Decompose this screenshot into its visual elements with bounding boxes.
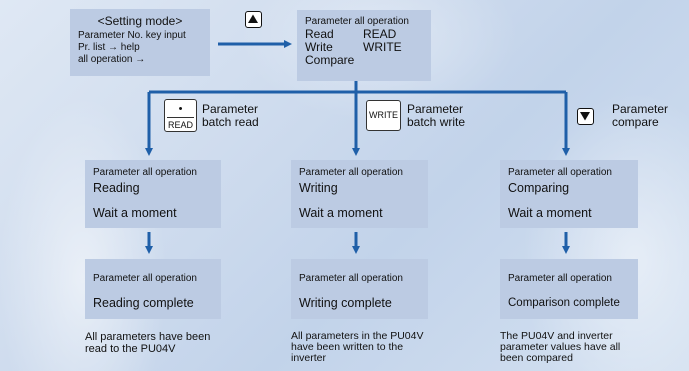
reading-caption-line2: read to the PU04V — [85, 343, 176, 355]
setting-line-3: all operation → — [78, 54, 146, 65]
comparison-complete-title: Parameter all operation — [508, 273, 612, 284]
menu-read-label: Read — [305, 27, 334, 41]
comparing-progress-box: Parameter all operation Comparing Wait a… — [500, 160, 638, 228]
comparison-caption-line3: been compared — [500, 352, 573, 364]
setting-mode-box: <Setting mode> Parameter No. key input P… — [70, 9, 210, 76]
writing-caption-line1: All parameters in the PU04V — [291, 330, 424, 342]
comparison-complete-status: Comparison complete — [508, 297, 620, 309]
operation-menu-box: Parameter all operation Read READ Write … — [297, 10, 431, 81]
comparing-progress-title: Parameter all operation — [508, 167, 612, 178]
comparing-progress-status: Comparing — [508, 181, 570, 195]
menu-write-label: Write — [305, 40, 333, 54]
setting-line-1: Parameter No. key input — [78, 30, 186, 41]
reading-caption: All parameters have been read to the PU0… — [85, 331, 210, 355]
write-key-label-line1: Parameter — [407, 102, 464, 116]
setting-mode-title: <Setting mode> — [97, 14, 183, 28]
setting-line-2: Pr. list → help — [78, 42, 140, 53]
read-key-dot: • — [178, 103, 183, 115]
reading-complete-box: Parameter all operation Reading complete — [85, 259, 221, 319]
write-key-text: WRITE — [369, 110, 398, 120]
reading-complete-title: Parameter all operation — [93, 273, 197, 284]
writing-caption-line3: inverter — [291, 352, 327, 364]
read-key-text: READ — [167, 117, 194, 130]
menu-write-value: WRITE — [363, 40, 402, 54]
read-key-label-line1: Parameter — [202, 102, 259, 116]
read-key-label-line2: batch read — [202, 115, 259, 129]
writing-caption: All parameters in the PU04V have been wr… — [291, 331, 423, 364]
writing-complete-status: Writing complete — [299, 296, 392, 310]
down-triangle-icon — [580, 112, 590, 121]
writing-progress-status: Writing — [299, 181, 338, 195]
writing-progress-box: Parameter all operation Writing Wait a m… — [291, 160, 428, 228]
comparison-caption: The PU04V and inverter parameter values … — [500, 331, 620, 364]
write-key-label: Parameter batch write — [407, 103, 465, 129]
menu-title: Parameter all operation — [305, 16, 409, 27]
writing-progress-title: Parameter all operation — [299, 167, 403, 178]
read-key[interactable]: • READ — [164, 99, 197, 132]
up-triangle-icon — [248, 14, 258, 23]
compare-key-label-line2: compare — [612, 115, 659, 129]
menu-compare-label: Compare — [305, 53, 355, 67]
reading-progress-box: Parameter all operation Reading Wait a m… — [85, 160, 221, 228]
reading-caption-line1: All parameters have been — [85, 331, 211, 343]
comparison-caption-line1: The PU04V and inverter — [500, 330, 613, 342]
compare-key-label: Parameter compare — [612, 103, 668, 129]
write-key[interactable]: WRITE — [366, 100, 401, 131]
read-key-label: Parameter batch read — [202, 103, 259, 129]
reading-progress-status: Reading — [93, 181, 140, 195]
reading-progress-wait: Wait a moment — [93, 206, 177, 220]
compare-key-label-line1: Parameter — [612, 102, 669, 116]
down-triangle-key[interactable] — [577, 108, 594, 125]
reading-complete-status: Reading complete — [93, 296, 194, 310]
reading-progress-title: Parameter all operation — [93, 167, 197, 178]
writing-progress-wait: Wait a moment — [299, 206, 383, 220]
writing-caption-line2: have been written to the — [291, 341, 404, 353]
write-key-label-line2: batch write — [407, 115, 466, 129]
comparison-caption-line2: parameter values have all — [500, 341, 621, 353]
menu-read-value: READ — [363, 27, 397, 41]
comparison-complete-box: Parameter all operation Comparison compl… — [500, 259, 638, 319]
writing-complete-box: Parameter all operation Writing complete — [291, 259, 428, 319]
writing-complete-title: Parameter all operation — [299, 273, 403, 284]
comparing-progress-wait: Wait a moment — [508, 206, 592, 220]
up-triangle-key[interactable] — [245, 11, 262, 28]
